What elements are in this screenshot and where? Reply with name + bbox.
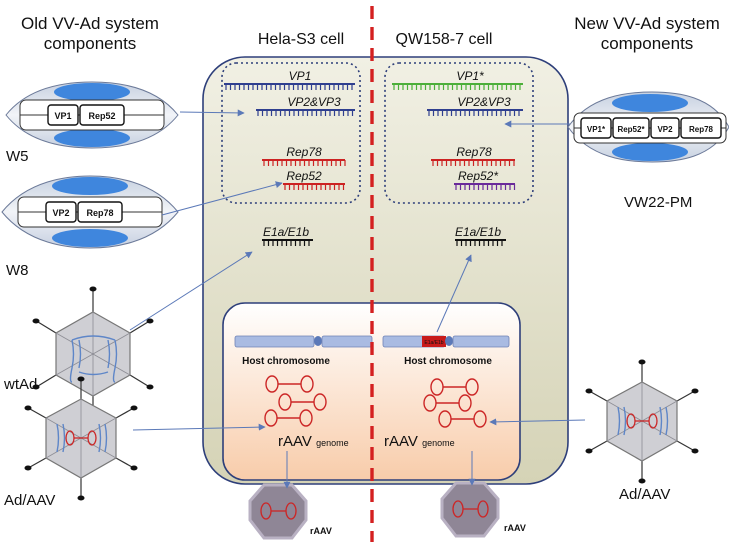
left-genome-label: rAAV genome bbox=[278, 433, 349, 450]
arrows bbox=[129, 109, 586, 489]
vw22-gene-vp1-star: VP1* bbox=[587, 125, 606, 134]
arrow-wtad-to-e1 bbox=[129, 251, 253, 331]
strand-right-vp2vp3 bbox=[427, 109, 523, 116]
left-host-chromosome bbox=[234, 335, 373, 348]
right-host-chromosome bbox=[382, 335, 510, 348]
virus-wtad-label: wtAd bbox=[4, 376, 38, 393]
strand-left-rep78 bbox=[262, 159, 346, 166]
strand-right-vp1-star bbox=[392, 83, 523, 90]
product-raav-right bbox=[440, 481, 500, 538]
arrow-adaav-right-to-nucleus bbox=[489, 418, 586, 426]
plasmid-vw22-label: VW22-PM bbox=[624, 194, 693, 211]
left-chromosome-label: Host chromosome bbox=[242, 356, 330, 367]
left-cell-title: Hela-S3 cell bbox=[257, 31, 345, 48]
virus-adaav-right-label: Ad/AAV bbox=[619, 486, 671, 503]
right-genome-label: rAAV genome bbox=[384, 433, 455, 450]
e1-insert-label: E1a/E1b bbox=[424, 340, 443, 346]
left-raav-genomes bbox=[264, 375, 327, 427]
old-system-header: Old VV-Ad system components bbox=[0, 14, 180, 54]
right-chromosome-label: Host chromosome bbox=[404, 356, 492, 367]
left-transcript-rep78: Rep78 bbox=[286, 145, 322, 159]
plasmid-vw22-pm bbox=[567, 91, 729, 163]
arrow-w8-to-rep bbox=[161, 181, 283, 216]
left-transcript-box bbox=[221, 62, 361, 204]
left-transcript-vp1: VP1 bbox=[289, 69, 312, 83]
strand-right-rep78 bbox=[431, 159, 515, 166]
strand-left-vp1 bbox=[224, 83, 355, 90]
virus-adaav-right bbox=[585, 359, 699, 484]
transcript-strands bbox=[224, 83, 523, 246]
right-transcript-box bbox=[384, 62, 534, 204]
strand-right-rep52-star bbox=[454, 183, 516, 190]
left-transcript-rep52: Rep52 bbox=[286, 169, 322, 183]
right-transcript-vp2vp3: VP2&VP3 bbox=[457, 95, 511, 109]
new-system-header-line-2: components bbox=[600, 34, 694, 53]
right-raav-genomes bbox=[423, 378, 487, 428]
left-transcript-vp2vp3: VP2&VP3 bbox=[287, 95, 341, 109]
strand-left-e1 bbox=[262, 239, 313, 246]
vw22-gene-rep78: Rep78 bbox=[689, 125, 714, 134]
old-system-header-line-1: Old VV-Ad system bbox=[21, 14, 159, 33]
virus-wtad bbox=[32, 286, 154, 422]
right-product-label: rAAV bbox=[504, 523, 526, 533]
vw22-gene-vp2: VP2 bbox=[657, 125, 673, 134]
vw22-gene-rep52-star: Rep52* bbox=[617, 125, 645, 134]
old-system-header-line-2: components bbox=[43, 34, 137, 53]
right-transcript-rep52-star: Rep52* bbox=[458, 169, 498, 183]
right-transcript-vp1-star: VP1* bbox=[456, 69, 484, 83]
strand-left-vp2vp3 bbox=[256, 109, 355, 116]
plasmid-w5-label: W5 bbox=[6, 148, 29, 165]
plasmid-w8-label: W8 bbox=[6, 262, 29, 279]
new-system-header-line-1: New VV-Ad system bbox=[574, 14, 720, 33]
plasmid-w8 bbox=[1, 175, 179, 249]
e1-insert-block bbox=[422, 336, 446, 347]
left-e1: E1a/E1b bbox=[263, 225, 309, 239]
arrow-adaav-left-to-nucleus bbox=[132, 423, 266, 431]
new-system-header: New VV-Ad system components bbox=[565, 14, 729, 54]
product-raav-left bbox=[248, 483, 308, 540]
w8-gene-rep78: Rep78 bbox=[86, 208, 113, 218]
right-e1: E1a/E1b bbox=[455, 225, 501, 239]
w5-gene-vp1: VP1 bbox=[54, 111, 71, 121]
right-cell-title: QW158-7 cell bbox=[395, 31, 493, 48]
left-product-label: rAAV bbox=[310, 526, 332, 536]
w5-gene-rep52: Rep52 bbox=[88, 111, 115, 121]
strand-right-e1 bbox=[455, 239, 506, 246]
w8-gene-vp2: VP2 bbox=[52, 208, 69, 218]
right-transcript-rep78: Rep78 bbox=[456, 145, 492, 159]
strand-left-rep52 bbox=[283, 183, 345, 190]
arrow-w5-to-vp bbox=[179, 109, 245, 117]
virus-adaav-left bbox=[24, 376, 138, 501]
arrow-nucleus-to-e1 bbox=[436, 254, 472, 333]
plasmid-w5 bbox=[5, 81, 179, 149]
virus-adaav-left-label: Ad/AAV bbox=[4, 492, 56, 509]
